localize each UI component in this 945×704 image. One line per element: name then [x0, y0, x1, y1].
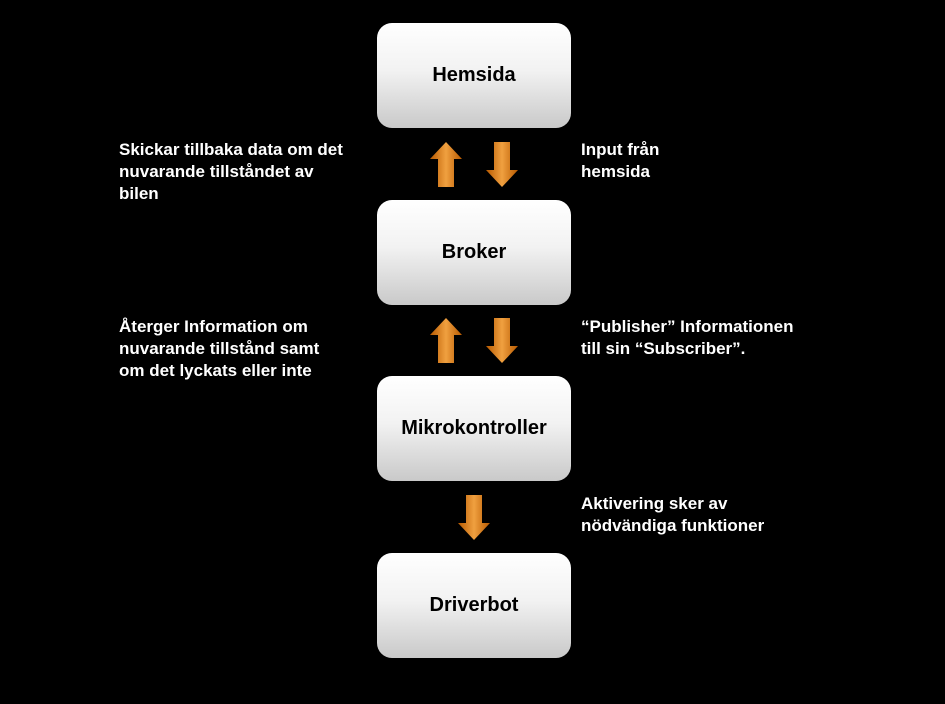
arrow-up-mikrokontroller-to-broker — [430, 318, 462, 363]
node-hemsida: Hemsida — [377, 23, 571, 128]
node-mikrokontroller-label: Mikrokontroller — [401, 417, 547, 439]
node-driverbot-label: Driverbot — [429, 594, 519, 616]
arrow-down-mikrokontroller-to-driverbot — [458, 495, 490, 540]
node-mikrokontroller: Mikrokontroller — [377, 376, 571, 481]
arrow-up-broker-to-hemsida — [430, 142, 462, 187]
label-publisher-information: “Publisher” Informationen till sin “Subs… — [581, 317, 794, 358]
label-input-fran-hemsida: Input från hemsida — [581, 140, 660, 181]
label-skickar-tillbaka: Skickar tillbaka data om det nuvarande t… — [119, 140, 343, 203]
node-broker: Broker — [377, 200, 571, 305]
node-broker-label: Broker — [441, 241, 507, 263]
node-driverbot: Driverbot — [377, 553, 571, 658]
arrow-down-hemsida-to-broker — [486, 142, 518, 187]
label-aterger-information: Återger Information om nuvarande tillstå… — [119, 317, 320, 380]
label-aktivering: Aktivering sker av nödvändiga funktioner — [581, 494, 765, 535]
arrow-down-broker-to-mikrokontroller — [486, 318, 518, 363]
node-hemsida-label: Hemsida — [432, 64, 516, 86]
